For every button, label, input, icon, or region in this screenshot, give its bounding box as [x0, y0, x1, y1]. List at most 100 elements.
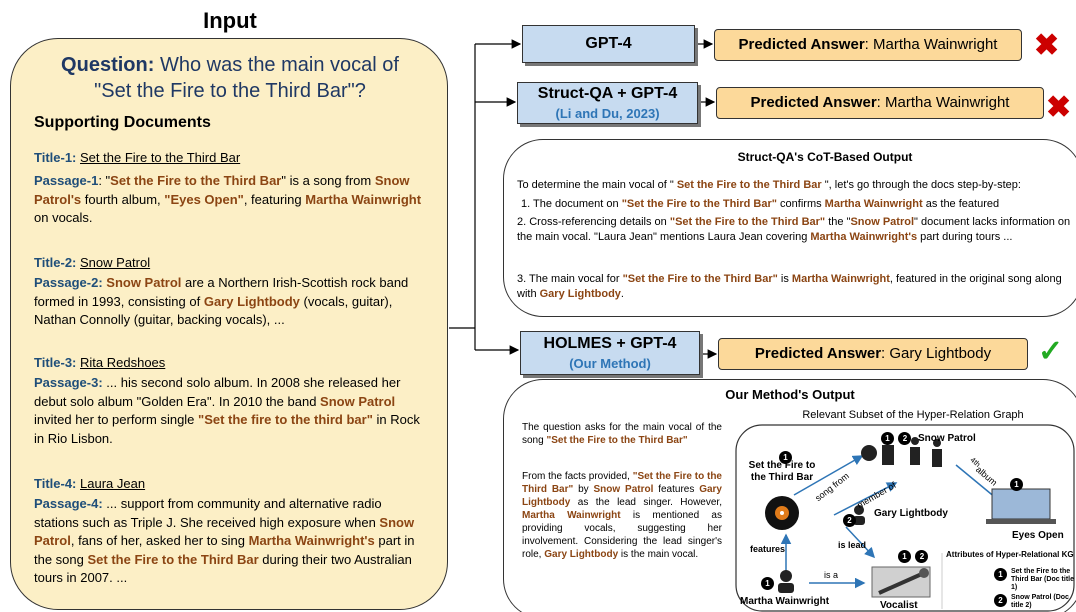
highlighted-entity: Snow Patrol: [850, 216, 915, 228]
structqa-cite-open: (: [555, 106, 560, 121]
passage-2: Passage-2: Snow Patrol are a Northern Ir…: [34, 274, 426, 330]
passage-3: Passage-3: ... his second solo album. In…: [34, 374, 426, 448]
highlighted-entity: Martha Wainwright's: [810, 231, 918, 243]
badge-gary-2: 2: [843, 514, 856, 527]
highlighted-entity: Gary Lightbody: [539, 288, 621, 300]
badge-band-1: 1: [881, 432, 894, 445]
gpt4-answer-text: : Martha Wainwright: [864, 36, 998, 53]
highlighted-entity: "Set the fire to the third bar": [198, 412, 373, 427]
holmes-answer-box: Predicted Answer: Gary Lightbody: [718, 338, 1028, 370]
gpt4-label: GPT-4: [585, 35, 632, 52]
highlighted-entity: Martha Wainwright: [791, 273, 890, 285]
badge-album-1: 1: [1010, 478, 1023, 491]
highlighted-entity: Martha Wainwright: [305, 191, 422, 207]
node-band-label: Snow Patrol: [918, 433, 976, 444]
text-segment: .: [620, 288, 624, 300]
structqa-wrong-icon: ✖: [1046, 91, 1072, 124]
passage-4: Passage-4: ... support from community an…: [34, 495, 426, 588]
text-segment: confirms: [776, 198, 825, 210]
cot-step-1: 1. The document on "Set the Fire to the …: [521, 197, 1076, 212]
text-segment: 3. The main vocal for: [517, 273, 623, 285]
question: Question: Who was the main vocal of "Set…: [40, 52, 420, 104]
highlighted-entity: "Set the Fire to the Third Bar": [522, 471, 722, 495]
text-segment: From the facts provided,: [522, 471, 633, 482]
highlighted-entity: "Set the Fire to the Third Bar": [546, 435, 688, 446]
attr-item-1: 1 Set the Fire to the Third Bar (Doc tit…: [994, 568, 1074, 592]
structqa-citation: Li and Du, 2023: [559, 106, 656, 121]
doc-title-2: Title-2: Snow Patrol: [34, 255, 150, 270]
supporting-documents-heading: Supporting Documents: [34, 114, 211, 131]
text-segment: by: [573, 484, 594, 495]
highlighted-entity: "Set the Fire to the Third Bar": [621, 198, 777, 210]
vinyl-record-icon: [765, 496, 799, 530]
text-segment: ... support from community and alternati…: [34, 496, 382, 530]
doc-title-1-label: Title-1:: [34, 150, 77, 165]
highlighted-entity: Gary Lightbody: [522, 484, 722, 508]
badge-song: 1: [779, 447, 792, 465]
text-segment: , featuring: [243, 191, 306, 207]
text-segment: " document lacks information on the main…: [517, 216, 1071, 243]
doc-title-4-text: Laura Jean: [80, 476, 146, 491]
hyper-relation-graph: [735, 424, 1075, 612]
highlighted-entity: "Set the Fire to the Third Bar": [669, 216, 826, 228]
text-segment: features: [653, 484, 700, 495]
holmes-citation: Our Method: [573, 356, 647, 371]
badge-gary: 2: [843, 510, 856, 528]
text-segment: as the lead singer. However,: [570, 497, 722, 508]
structqa-box: Struct-QA + GPT-4 (Li and Du, 2023): [517, 82, 698, 124]
badge-vocalist-1: 1: [898, 550, 911, 563]
text-segment: To determine the main vocal of ": [517, 179, 677, 191]
node-song-label: Set the Fire to the Third Bar: [748, 460, 816, 483]
attr-badge-2: 2: [994, 594, 1007, 607]
text-segment: (vocals, guitar), Nathan Connolly (guita…: [34, 293, 393, 328]
structqa-answer-text: : Martha Wainwright: [876, 94, 1010, 111]
holmes-correct-icon: ✓: [1038, 335, 1064, 368]
graph-frame: [735, 424, 1075, 612]
highlighted-entity: Set the Fire to the Third Bar: [87, 551, 259, 567]
passage-4-label: Passage-4:: [34, 496, 103, 511]
passage-1: Passage-1: "Set the Fire to the Third Ba…: [34, 172, 426, 228]
structqa-answer-box: Predicted Answer: Martha Wainwright: [716, 87, 1044, 119]
highlighted-entity: "Eyes Open": [164, 191, 244, 207]
edge-gary-band: [833, 482, 898, 516]
text-segment: ", let's go through the docs step-by-ste…: [821, 179, 1021, 191]
passage-4-text: ... support from community and alternati…: [34, 496, 415, 585]
text-segment: , featured in the original song along wi…: [517, 273, 1062, 300]
text-segment: ... his second solo album. In 2008 she r…: [34, 375, 401, 409]
doc-title-2-text: Snow Patrol: [80, 255, 151, 270]
attr-item-1-text: Set the Fire to the Third Bar (Doc title…: [1011, 568, 1075, 591]
doc-title-1: Title-1: Set the Fire to the Third Bar: [34, 150, 240, 165]
text-segment: invited her to perform single: [34, 412, 199, 427]
node-vocalist-label: Vocalist: [880, 600, 918, 611]
highlighted-entity: Martha Wainwright: [824, 198, 923, 210]
text-segment: in Rock in Rio Lisbon.: [34, 412, 420, 446]
holmes-label: HOLMES + GPT-4: [543, 335, 677, 352]
input-panel: [10, 38, 448, 610]
gpt4-wrong-icon: ✖: [1034, 29, 1060, 62]
passage-3-text: ... his second solo album. In 2008 she r…: [34, 375, 420, 446]
structqa-cite-close: ): [655, 106, 660, 121]
text-segment: 2. Cross-referencing details on: [517, 216, 670, 228]
highlighted-entity: Gary Lightbody: [544, 549, 619, 560]
cot-title: Struct-QA's CoT-Based Output: [737, 150, 913, 164]
doc-title-4: Title-4: Laura Jean: [34, 476, 145, 491]
edge-label-features: features: [750, 544, 786, 554]
badge-martha-1: 1: [761, 577, 774, 590]
node-martha-label: Martha Wainwright: [740, 596, 830, 607]
text-segment: The question asks for the main vocal of …: [522, 422, 722, 446]
holmes-answer-text: : Gary Lightbody: [881, 345, 992, 362]
doc-title-3-label: Title-3:: [34, 355, 77, 370]
edge-song-band: [793, 455, 864, 496]
text-segment: part during tours ...: [917, 231, 1013, 243]
doc-title-3-text: Rita Redshoes: [80, 355, 166, 370]
badge-vocalist-2: 2: [915, 550, 929, 563]
highlighted-entity: Snow Patrol: [593, 484, 654, 495]
text-segment: on vocals.: [34, 210, 93, 225]
gpt4-answer-label: Predicted Answer: [738, 36, 865, 53]
our-method-para-2: From the facts provided, "Set the Fire t…: [522, 470, 722, 561]
cot-line-intro: To determine the main vocal of " Set the…: [517, 178, 1075, 193]
text-segment: is mentioned as providing vocals, sugges…: [522, 510, 722, 560]
album-cover-icon: [986, 488, 1056, 524]
highlighted-entity: Gary Lightbody: [203, 293, 300, 309]
